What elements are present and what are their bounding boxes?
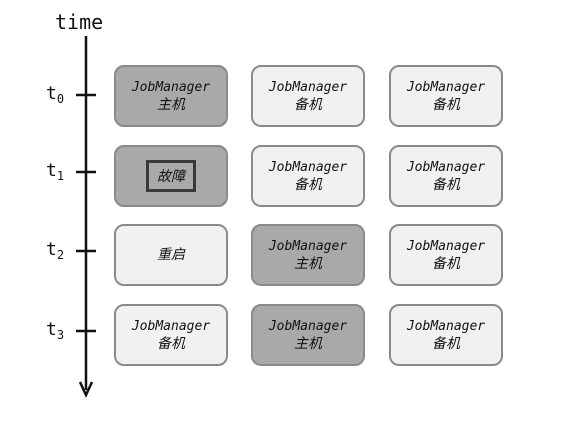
- node-state: 备机: [157, 335, 185, 352]
- node-state: 备机: [294, 176, 322, 193]
- node-role: JobManager: [406, 238, 486, 254]
- node-state: 备机: [432, 176, 460, 193]
- node-state: 主机: [157, 96, 185, 113]
- t1-node-2-standby: JobManager 备机: [251, 145, 365, 207]
- t1-node-1-failed: 故障: [114, 145, 228, 207]
- node-state: 备机: [432, 96, 460, 113]
- tick-label-t3: t3: [46, 319, 65, 342]
- node-role: JobManager: [268, 318, 348, 334]
- t0-node-2-standby: JobManager 备机: [251, 65, 365, 127]
- axis-arrowhead: [78, 381, 94, 398]
- node-state: 重启: [157, 247, 185, 263]
- node-state: 备机: [432, 335, 460, 352]
- node-state: 备机: [432, 255, 460, 272]
- node-role: JobManager: [406, 318, 486, 334]
- t2-node-2-primary: JobManager 主机: [251, 224, 365, 286]
- axis-title: time: [55, 10, 104, 34]
- node-state: 主机: [294, 335, 322, 352]
- tick-label-t2: t2: [46, 239, 65, 262]
- t0-node-1-primary: JobManager 主机: [114, 65, 228, 127]
- node-role: JobManager: [131, 318, 211, 334]
- tick-label-t1: t1: [46, 160, 65, 183]
- node-role: JobManager: [268, 159, 348, 175]
- t0-node-3-standby: JobManager 备机: [389, 65, 503, 127]
- t3-node-3-standby: JobManager 备机: [389, 304, 503, 366]
- failure-label: 故障: [146, 160, 196, 192]
- t2-node-1-restarting: 重启: [114, 224, 228, 286]
- node-role: JobManager: [268, 238, 348, 254]
- node-state: 主机: [294, 255, 322, 272]
- node-role: JobManager: [268, 79, 348, 95]
- node-role: JobManager: [131, 79, 211, 95]
- t1-node-3-standby: JobManager 备机: [389, 145, 503, 207]
- node-role: JobManager: [406, 159, 486, 175]
- tick-label-t0: t0: [46, 83, 65, 106]
- t3-node-2-primary: JobManager 主机: [251, 304, 365, 366]
- node-role: JobManager: [406, 79, 486, 95]
- t3-node-1-standby: JobManager 备机: [114, 304, 228, 366]
- t2-node-3-standby: JobManager 备机: [389, 224, 503, 286]
- node-state: 备机: [294, 96, 322, 113]
